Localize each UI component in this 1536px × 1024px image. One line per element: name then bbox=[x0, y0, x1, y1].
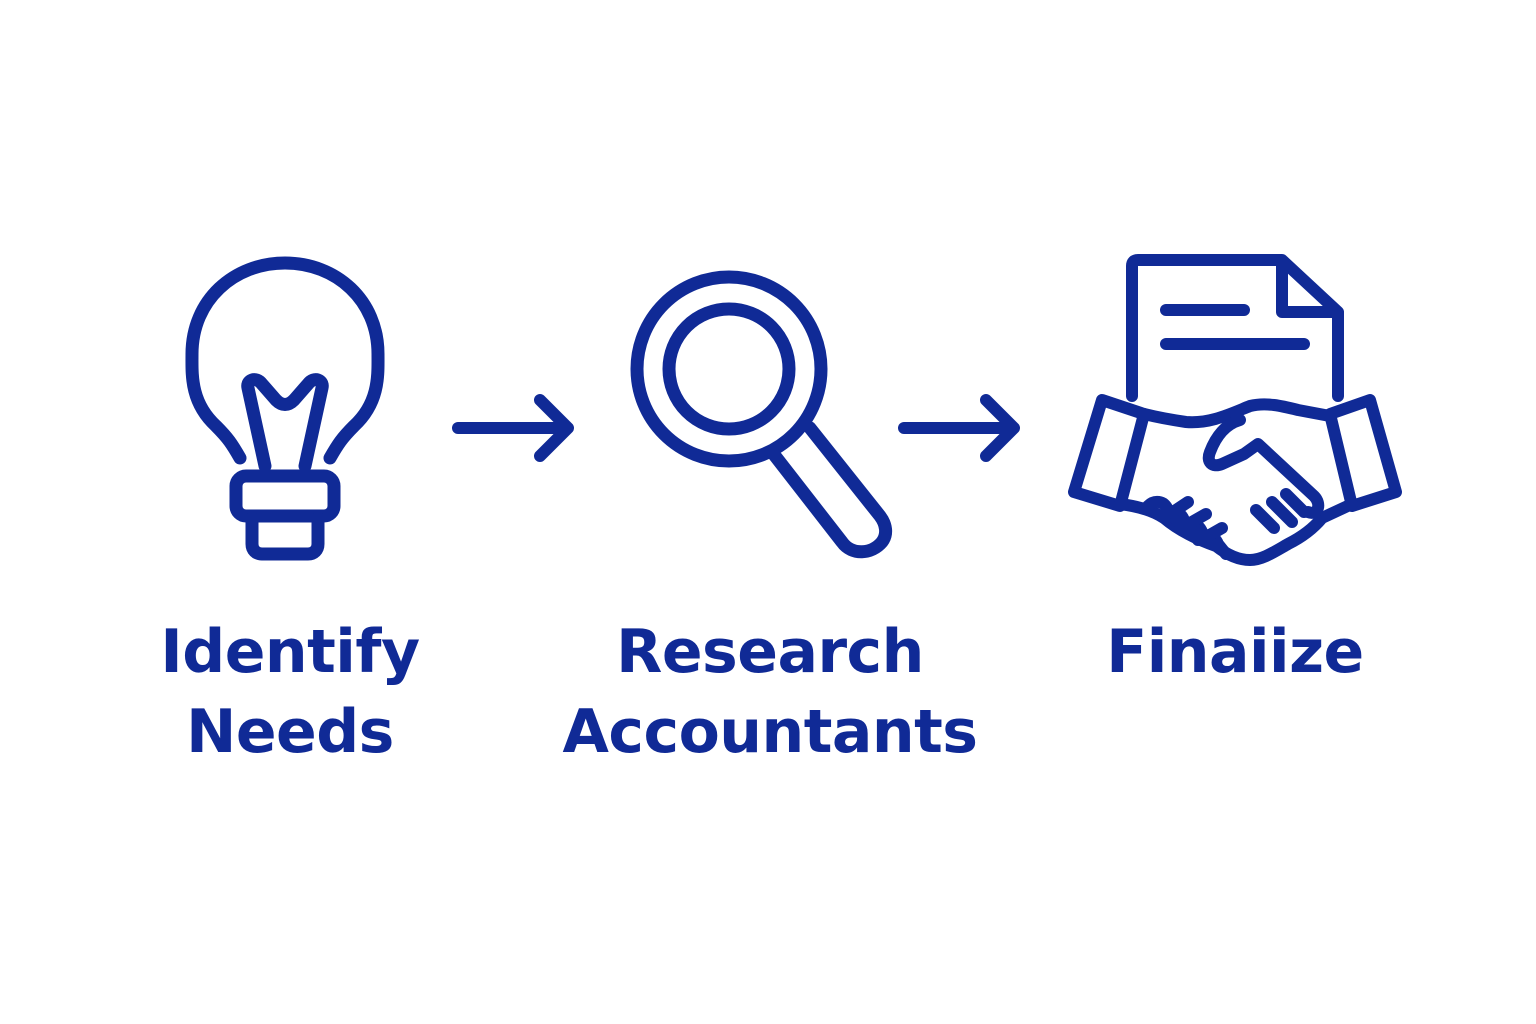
arrow-right-icon bbox=[448, 390, 580, 466]
step-label-line: Needs bbox=[186, 697, 394, 767]
step-label-line: Finaiize bbox=[1106, 617, 1364, 687]
step-label-line: Accountants bbox=[562, 697, 979, 767]
step-label-research-accountants: Research Accountants bbox=[540, 612, 1000, 772]
step-label-line: Research bbox=[616, 617, 924, 687]
arrow-right-icon bbox=[894, 390, 1026, 466]
step-label-finalize: Finaiize bbox=[1050, 612, 1420, 692]
step-label-line: Identify bbox=[160, 617, 420, 687]
magnifying-glass-icon bbox=[620, 260, 900, 560]
lightbulb-icon bbox=[170, 248, 400, 568]
document-handshake-icon bbox=[1060, 248, 1410, 588]
step-label-identify-needs: Identify Needs bbox=[110, 612, 470, 772]
